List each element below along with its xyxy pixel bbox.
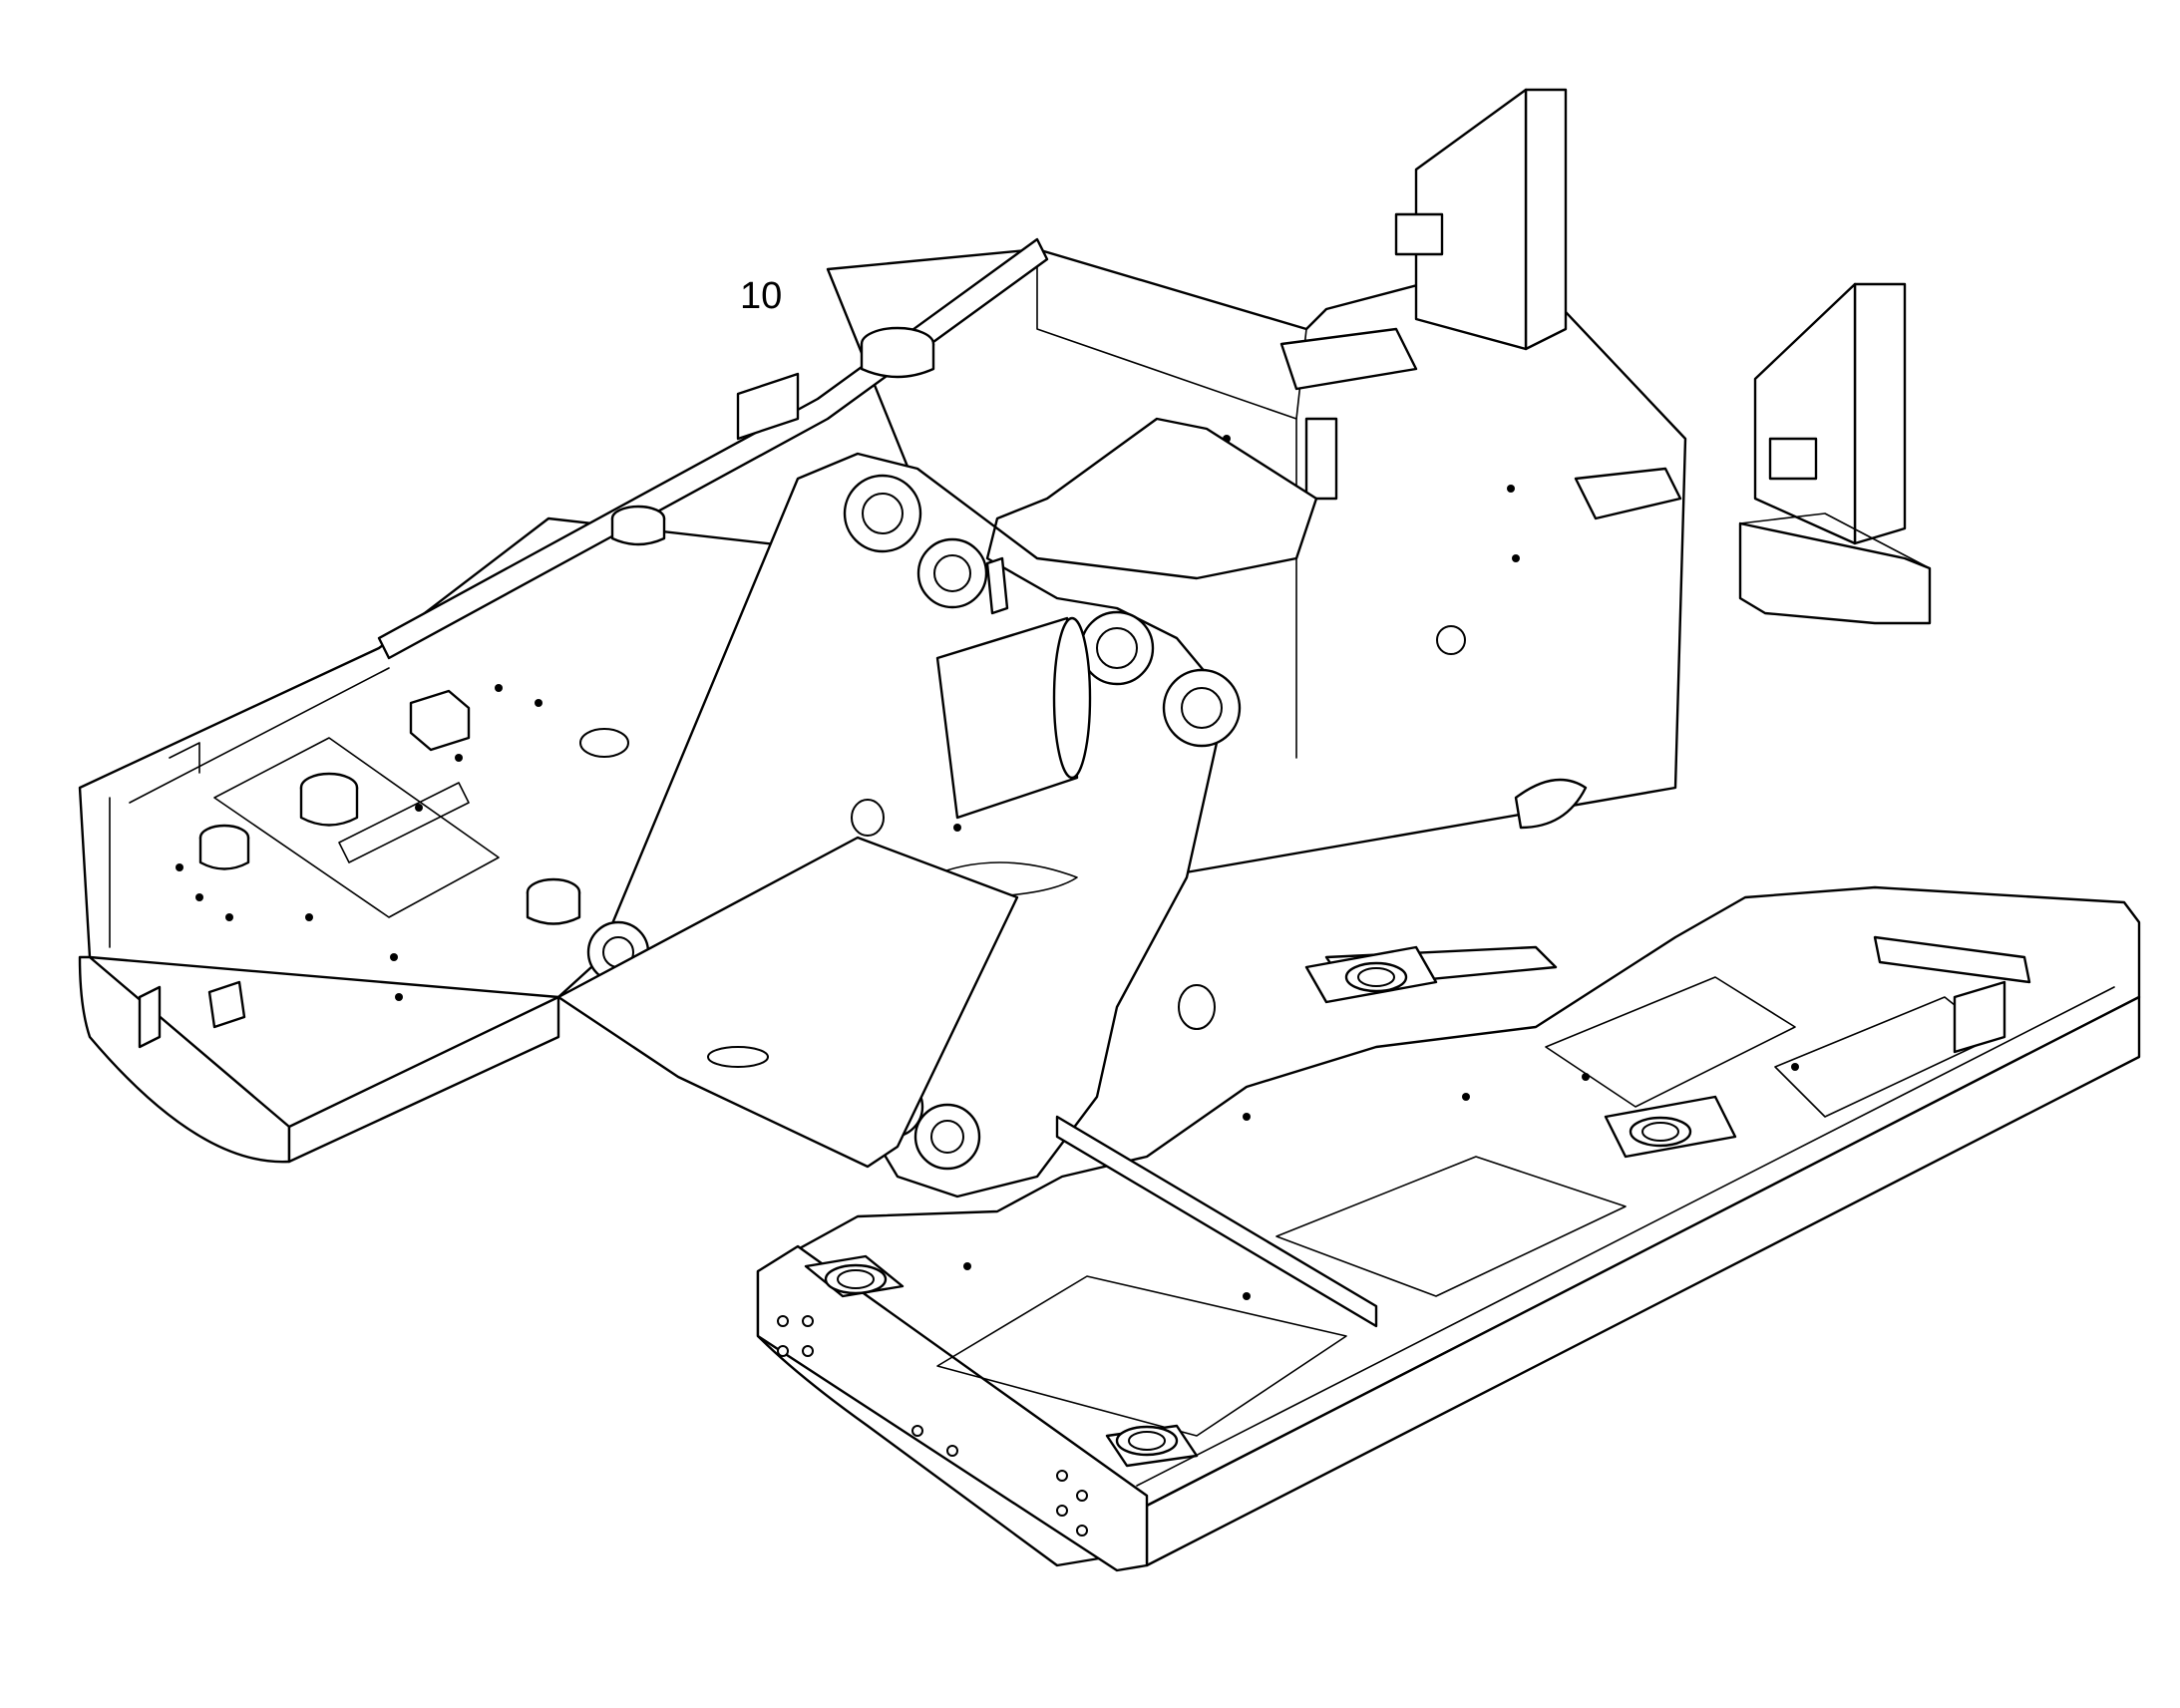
boom-mount-casting bbox=[556, 417, 1318, 1198]
front-chassis-section bbox=[756, 885, 2141, 1572]
part-callout-label: 10 bbox=[740, 275, 783, 317]
